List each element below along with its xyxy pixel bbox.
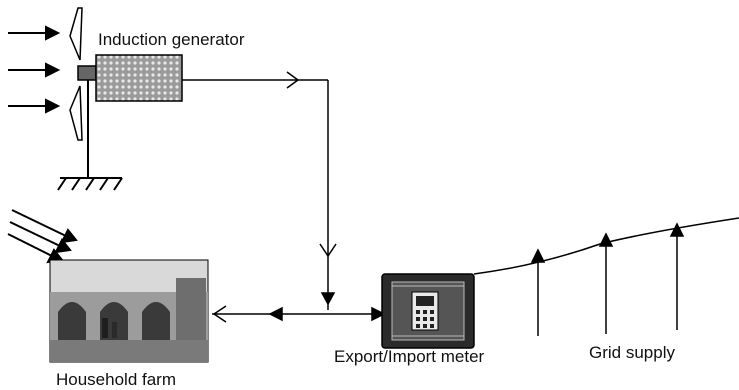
grid-poles <box>530 222 685 336</box>
generator-output-line <box>182 71 337 310</box>
wind-arrow-icon <box>8 25 61 114</box>
sun-rays-icon <box>7 209 78 264</box>
export-import-meter-label: Export/Import meter <box>334 347 485 366</box>
induction-generator-icon <box>95 54 183 102</box>
grid-supply-line <box>473 217 739 275</box>
ground-hatch-icon <box>57 177 123 191</box>
bus-line <box>212 292 386 323</box>
household-farm-photo <box>49 259 209 363</box>
grid-supply-label: Grid supply <box>589 343 675 362</box>
household-farm-label: Household farm <box>56 370 177 389</box>
induction-generator-label: Induction generator <box>98 30 245 49</box>
wind-turbine-icon <box>69 7 97 178</box>
meter-icon <box>381 273 475 349</box>
